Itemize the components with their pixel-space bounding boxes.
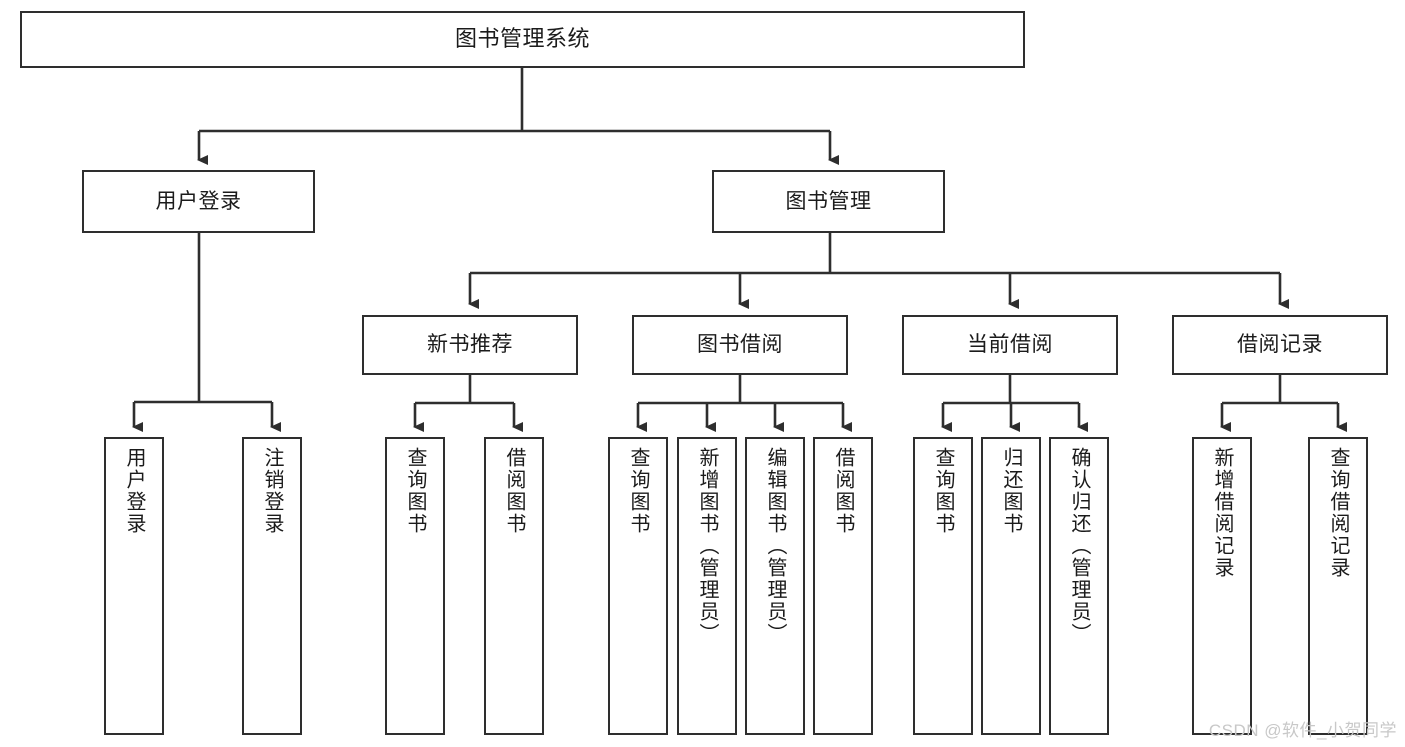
node-label: 查询图书 [404,447,426,535]
leaf-user-login[interactable]: 用户登录 [104,437,164,735]
node-label: 查询图书 [627,447,649,535]
leaf-query-book-borrow[interactable]: 查询图书 [608,437,668,735]
node-label: 借阅图书 [832,447,854,535]
node-borrow-record[interactable]: 借阅记录 [1172,315,1388,375]
node-label: 新增借阅记录 [1211,447,1233,579]
node-label: 查询借阅记录 [1327,447,1349,579]
node-book-borrow[interactable]: 图书借阅 [632,315,848,375]
leaf-query-book-recommend[interactable]: 查询图书 [385,437,445,735]
node-root-system[interactable]: 图书管理系统 [20,11,1025,68]
leaf-query-borrow-record[interactable]: 查询借阅记录 [1308,437,1368,735]
node-label: 新增图书（管理员） [696,447,718,645]
node-current-borrow[interactable]: 当前借阅 [902,315,1118,375]
node-label: 用户登录 [155,189,242,213]
node-label: 图书借阅 [697,333,783,357]
leaf-add-book-admin[interactable]: 新增图书（管理员） [677,437,737,735]
node-label: 当前借阅 [967,333,1053,357]
csdn-watermark: CSDN @软件_小贺同学 [1208,721,1397,740]
node-user-login[interactable]: 用户登录 [82,170,315,233]
leaf-confirm-return-admin[interactable]: 确认归还（管理员） [1049,437,1109,735]
node-label: 用户登录 [123,447,145,535]
leaf-edit-book-admin[interactable]: 编辑图书（管理员） [745,437,805,735]
node-label: 确认归还（管理员） [1068,447,1090,645]
leaf-return-book[interactable]: 归还图书 [981,437,1041,735]
leaf-borrow-book[interactable]: 借阅图书 [813,437,873,735]
node-label: 归还图书 [1000,447,1022,535]
leaf-borrow-book-recommend[interactable]: 借阅图书 [484,437,544,735]
node-label: 图书管理系统 [454,26,590,52]
node-label: 新书推荐 [427,333,513,357]
leaf-add-borrow-record[interactable]: 新增借阅记录 [1192,437,1252,735]
node-label: 注销登录 [261,447,283,535]
node-label: 图书管理 [785,189,872,213]
node-new-book-recommend[interactable]: 新书推荐 [362,315,578,375]
node-label: 借阅记录 [1237,333,1323,357]
node-label: 编辑图书（管理员） [764,447,786,645]
node-label: 查询图书 [932,447,954,535]
leaf-query-book-current[interactable]: 查询图书 [913,437,973,735]
node-label: 借阅图书 [503,447,525,535]
node-book-management[interactable]: 图书管理 [712,170,945,233]
leaf-logout[interactable]: 注销登录 [242,437,302,735]
